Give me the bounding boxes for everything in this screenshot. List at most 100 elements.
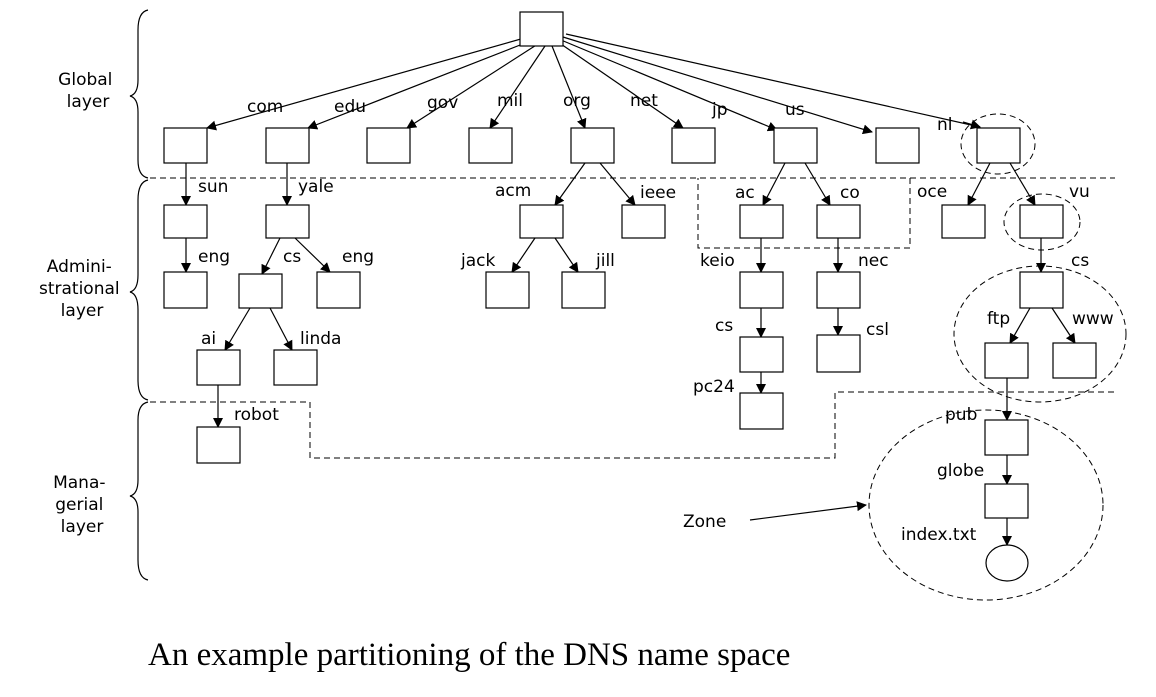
label-co: co	[840, 183, 860, 203]
edge-labels: com edu gov mil org net jp us nl sun yal…	[198, 91, 1114, 545]
node-us	[875, 127, 920, 164]
label-jack: jack	[460, 251, 495, 271]
node-keio-cs	[739, 336, 784, 373]
edge-linda	[269, 307, 293, 351]
label-robot: robot	[234, 405, 279, 425]
node-sun-eng	[163, 271, 208, 309]
node-vu	[1019, 204, 1064, 239]
ftp-zone-circle	[868, 409, 1104, 601]
node-vu-cs	[1019, 271, 1064, 309]
edge-gov	[406, 41, 542, 129]
admin-layer-brace	[129, 179, 149, 401]
node-www	[1052, 342, 1097, 379]
node-nec	[816, 271, 861, 309]
node-jp	[773, 127, 818, 164]
label-edu: edu	[334, 97, 366, 117]
label-ac: ac	[735, 183, 755, 203]
label-yale: yale	[298, 177, 334, 197]
edge-org	[551, 45, 587, 129]
label-www: www	[1072, 309, 1114, 329]
node-edu	[265, 127, 310, 164]
managerial-layer-label: Mana- gerial layer	[53, 473, 111, 537]
nl-zone-circle	[960, 113, 1036, 175]
node-oce	[941, 204, 986, 239]
vu-zone-circle	[1003, 193, 1081, 251]
global-admin-boundary	[150, 177, 911, 249]
edges	[181, 33, 1076, 546]
node-ai	[196, 349, 241, 386]
label-yale-cs: cs	[283, 247, 301, 267]
label-keio: keio	[700, 251, 735, 271]
node-yale-eng	[316, 271, 361, 309]
label-nl: nl	[937, 115, 953, 135]
admin-layer-line: layer	[61, 301, 104, 321]
label-com: com	[247, 97, 283, 117]
edge-nl-arrow	[962, 119, 981, 130]
node-yale	[265, 204, 310, 239]
node-index-file	[985, 544, 1029, 582]
label-gov: gov	[427, 93, 458, 113]
diagram-caption: An example partitioning of the DNS name …	[148, 637, 790, 673]
node-ftp	[984, 342, 1029, 379]
node-gov	[366, 127, 411, 164]
node-org	[570, 127, 615, 164]
admin-layer-label: Admini- strational layer	[39, 257, 125, 321]
node-com	[163, 127, 208, 164]
label-ai: ai	[201, 329, 216, 349]
node-yale-cs	[238, 273, 283, 309]
edge-ac	[762, 162, 786, 206]
nodes	[163, 11, 1097, 582]
edge-ieee	[599, 162, 636, 206]
edge-ftp	[1009, 307, 1031, 344]
global-layer-line: Global	[58, 70, 112, 90]
node-pub	[984, 419, 1029, 456]
label-pub: pub	[945, 405, 977, 425]
global-layer-brace	[129, 9, 149, 179]
label-keio-cs: cs	[715, 316, 733, 336]
label-sun: sun	[198, 177, 228, 197]
edge-net	[557, 41, 684, 129]
label-jill: jill	[595, 251, 615, 271]
label-linda: linda	[300, 329, 341, 349]
edge-us	[562, 36, 873, 135]
edge-jack	[511, 237, 536, 273]
label-oce: oce	[917, 182, 947, 202]
root-node	[519, 11, 564, 47]
node-keio	[739, 271, 784, 309]
node-robot	[196, 426, 241, 464]
label-jp: jp	[711, 100, 728, 120]
label-csl: csl	[866, 320, 889, 340]
edge-jill	[554, 237, 579, 273]
managerial-layer-brace	[129, 401, 149, 581]
node-net	[671, 127, 716, 164]
node-ac	[739, 204, 784, 239]
label-vu-cs: cs	[1071, 251, 1089, 271]
label-vu: vu	[1069, 182, 1090, 202]
node-ieee	[621, 204, 666, 239]
node-co	[816, 204, 861, 239]
node-acm	[519, 204, 564, 239]
label-org: org	[563, 91, 591, 111]
managerial-layer-line: layer	[61, 517, 104, 537]
edge-acm	[554, 162, 586, 206]
label-sun-eng: eng	[198, 247, 230, 267]
edge-ai	[224, 307, 251, 351]
admin-layer-line: Admini-	[47, 257, 112, 277]
zone-label: Zone	[683, 512, 726, 532]
edge-yale-cs	[261, 237, 281, 275]
node-nl	[976, 127, 1021, 164]
label-net: net	[630, 91, 658, 111]
managerial-layer-line: gerial	[55, 495, 103, 515]
edge-jp	[560, 39, 778, 132]
admin-layer-line: strational	[39, 279, 120, 299]
edge-oce	[967, 162, 991, 206]
edge-www	[1051, 307, 1076, 344]
node-sun	[163, 204, 208, 239]
edge-yale-eng	[294, 237, 331, 273]
node-csl	[816, 334, 861, 373]
global-layer-label: Global layer	[58, 70, 118, 112]
managerial-layer-line: Mana-	[53, 473, 105, 493]
node-linda	[273, 349, 318, 386]
node-jack	[485, 271, 530, 309]
